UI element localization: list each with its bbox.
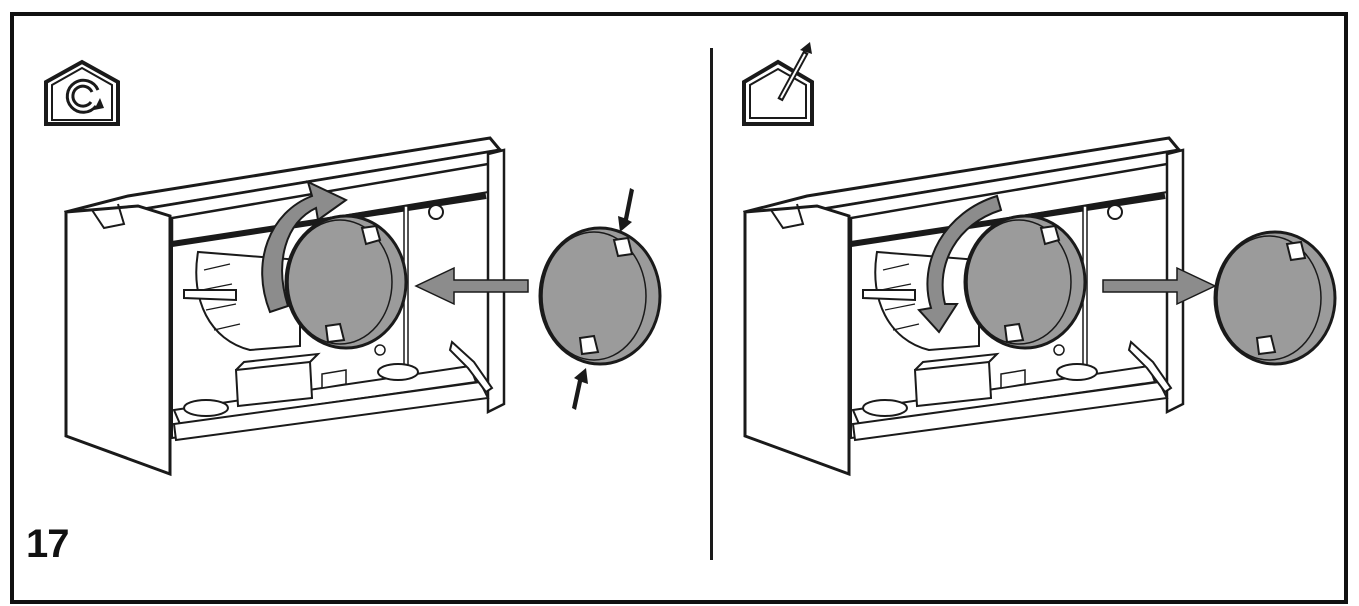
cooker-hood	[742, 136, 1185, 477]
panel-extraction	[742, 136, 1337, 477]
figure-number: 17	[26, 522, 69, 566]
carbon-filter-installed	[284, 214, 408, 350]
press-arrow-bottom	[572, 368, 588, 410]
cooker-hood	[63, 136, 506, 477]
house-recirculation-icon	[44, 59, 120, 126]
carbon-filter-removed	[1213, 230, 1337, 366]
press-arrow-top	[618, 188, 634, 232]
panel-divider	[710, 48, 713, 560]
panel-recirculation	[63, 136, 662, 477]
rotate-counter-clockwise-arrow	[917, 194, 1003, 334]
rotate-clockwise-arrow	[261, 180, 348, 314]
house-extraction-icon	[742, 42, 814, 126]
carbon-filter-loose	[538, 226, 662, 366]
remove-arrow	[1102, 266, 1217, 306]
carbon-filter-installed	[963, 214, 1087, 350]
insert-arrow	[414, 266, 529, 306]
